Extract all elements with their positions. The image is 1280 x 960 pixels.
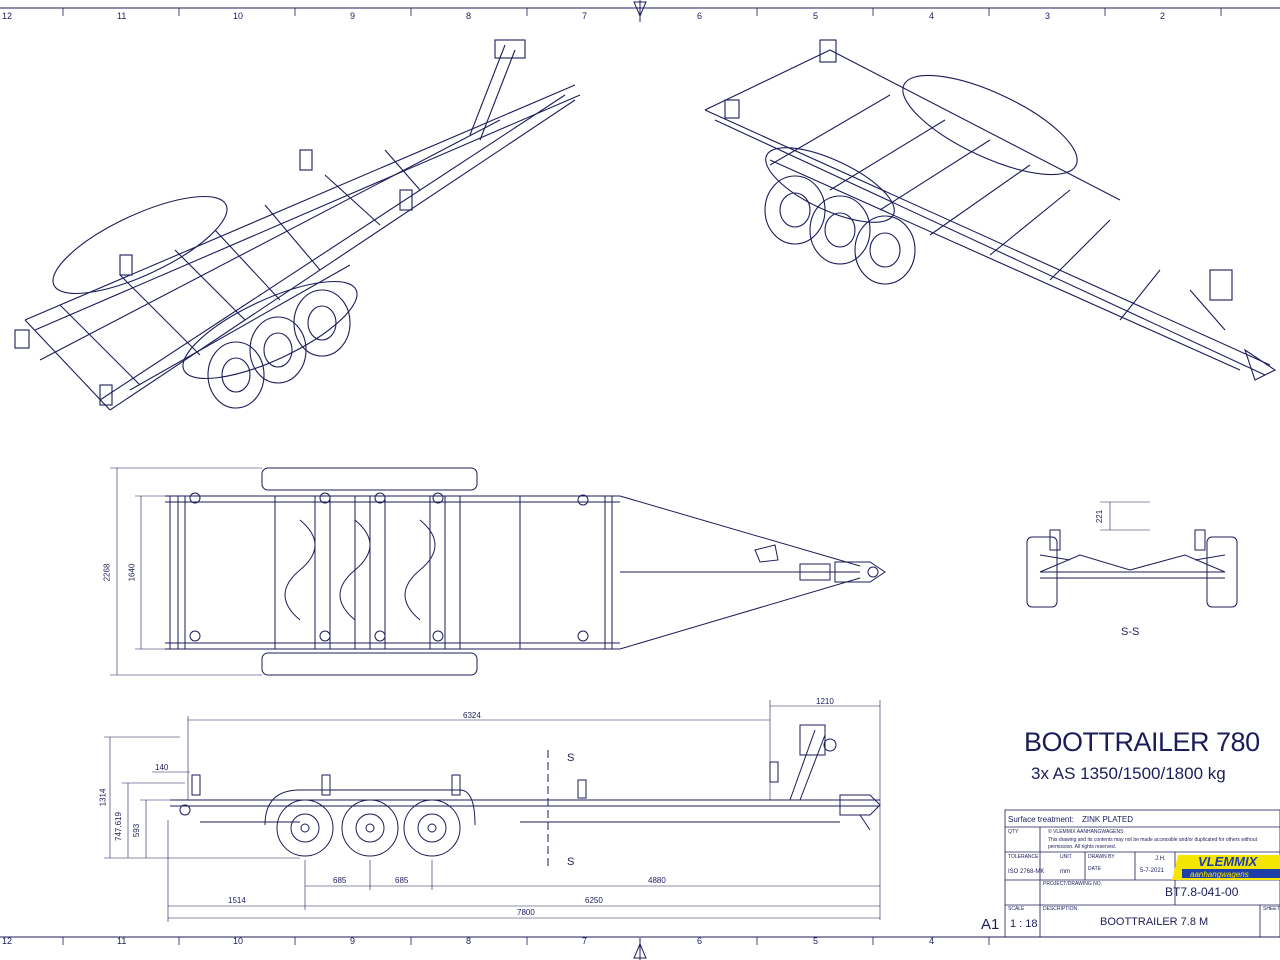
dim-plan-width-outer: 2268: [102, 563, 112, 582]
dim-side-length-upper: 6324: [463, 711, 481, 720]
ruler-top-label: 10: [233, 11, 244, 21]
tb-surface-value: ZINK PLATED: [1082, 815, 1133, 824]
ruler-bottom-label: 10: [233, 936, 244, 946]
dim-axle-to-front: 6250: [585, 896, 603, 905]
tb-copyright-text2: permission. All rights reserved.: [1048, 844, 1117, 850]
ruler-top-label: 4: [929, 11, 935, 21]
tb-scale-label: SCALE: [1008, 906, 1025, 912]
svg-text:aanhangwagens: aanhangwagens: [1190, 870, 1249, 879]
title-block: [1004, 809, 1280, 938]
section-marker-top: S: [567, 752, 575, 764]
tb-surface-label: Surface treatment:: [1008, 815, 1074, 824]
tb-sheet-size: A1: [981, 916, 1000, 933]
drawing-title: BOOTTRAILER 780: [1024, 727, 1260, 757]
plan-dimensions: [110, 467, 262, 676]
tb-tolerance-value: ISO 2768-MK: [1008, 869, 1045, 875]
ruler-top-label: 11: [117, 11, 127, 21]
dim-overall-length: 7800: [517, 908, 535, 917]
ruler-top-label: 9: [350, 11, 356, 21]
ruler-top-label: 5: [813, 11, 819, 21]
tb-description-value: BOOTTRAILER 7.8 M: [1100, 916, 1209, 928]
ruler-top-label: 12: [2, 11, 13, 21]
dim-axle-spacing-1: 685: [333, 876, 347, 885]
dim-plan-width-inner: 1640: [127, 563, 137, 582]
tb-date-value: 5-7-2021: [1140, 868, 1165, 874]
dim-side-total-height: 1314: [98, 788, 108, 807]
dim-side-drawbar: 1210: [816, 697, 834, 706]
vlemmix-logo: VLEMMIX aanhangwagens: [1172, 854, 1280, 880]
svg-text:VLEMMIX: VLEMMIX: [1198, 854, 1259, 869]
ruler-top-label: 3: [1045, 11, 1051, 21]
tb-drawn-label: DRAWN BY: [1088, 854, 1115, 860]
section-label: S-S: [1121, 626, 1140, 638]
drawing-subtitle: 3x AS 1350/1500/1800 kg: [1031, 764, 1226, 783]
ruler-bottom-label: 11: [117, 936, 127, 946]
dim-axle-to-hitch: 4880: [648, 876, 666, 885]
dim-section-height: 221: [1095, 509, 1105, 524]
ruler-bottom-label: 12: [2, 936, 13, 946]
dim-side-frame-height: 747,619: [113, 812, 123, 841]
ruler-top-label: 7: [582, 11, 588, 21]
tb-unit-value: mm: [1060, 869, 1070, 875]
tb-drawn-value: J.H.: [1155, 856, 1166, 862]
side-view: [170, 724, 881, 870]
section-marker-bottom: S: [567, 856, 575, 868]
tb-copyright-text1: This drawing and its contents may not be…: [1048, 837, 1258, 843]
tb-project-label: PROJECT/DRAWING NO.: [1043, 881, 1102, 887]
tb-tolerance-label: TOLERANCE: [1008, 854, 1039, 860]
dim-side-front-offset: 140: [155, 763, 169, 772]
tb-description-label: DESCRIPTION: [1043, 906, 1078, 912]
side-dimensions: [104, 700, 881, 922]
tb-qty-label: QTY: [1008, 829, 1019, 835]
ruler-top-label: 2: [1160, 11, 1166, 21]
ruler-bottom-label: 7: [582, 936, 588, 946]
ruler-top-label: 6: [697, 11, 703, 21]
isometric-view-front: [704, 39, 1277, 381]
dim-rear-to-axle: 1514: [228, 896, 246, 905]
tb-unit-label: UNIT: [1060, 854, 1072, 860]
ruler-bottom-label: 5: [813, 936, 819, 946]
dim-axle-spacing-2: 685: [395, 876, 409, 885]
ruler-bottom-label: 8: [466, 936, 472, 946]
ruler-bottom-label: 6: [697, 936, 703, 946]
tb-sheet-label: SHEET: [1263, 906, 1280, 912]
tb-copyright-line: © VLEMMIX AANHANGWAGENS: [1048, 829, 1124, 835]
section-view: [1026, 501, 1238, 608]
ruler-top-label: 8: [466, 11, 472, 21]
ruler-bottom-label: 4: [929, 936, 935, 946]
isometric-view-rear: [14, 39, 581, 411]
tb-date-label: DATE: [1088, 866, 1101, 872]
tb-scale-value: 1 : 18: [1010, 918, 1038, 930]
plan-view: [165, 467, 886, 676]
dim-side-wheel-center: 593: [132, 823, 142, 838]
ruler-bottom-label: 9: [350, 936, 356, 946]
tb-drawing-number: BT7.8-041-00: [1165, 885, 1239, 899]
